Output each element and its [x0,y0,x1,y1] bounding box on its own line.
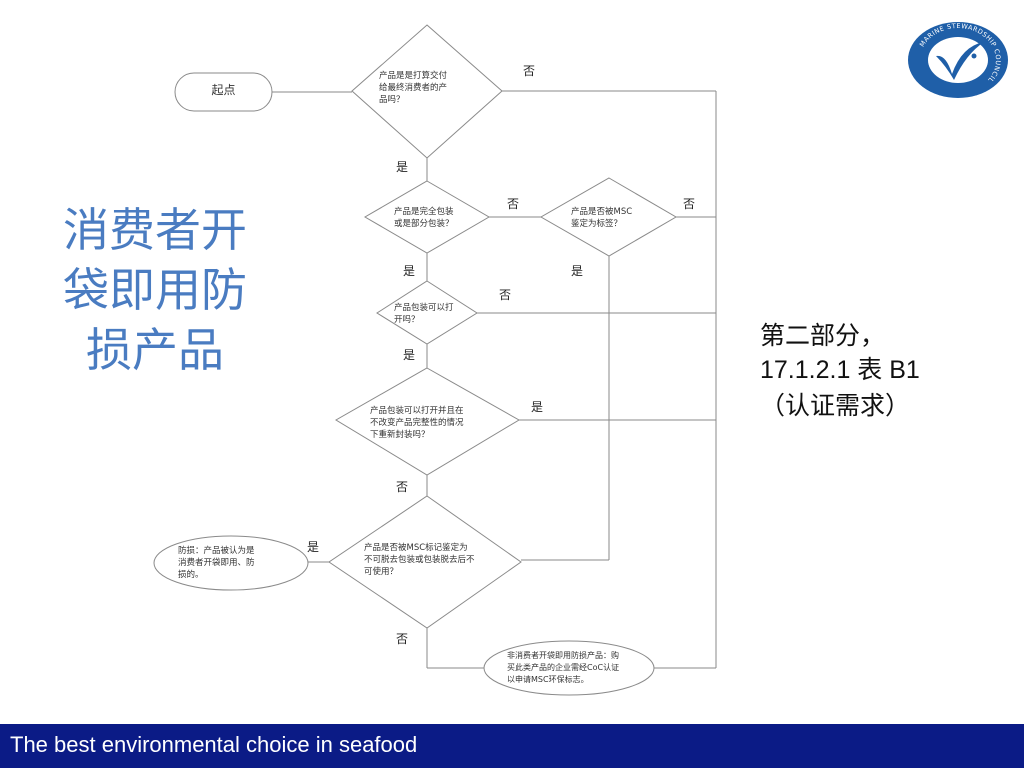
edge-label-q2-yes: 是 [403,264,416,278]
reference-note: 第二部分， 17.1.2.1 表 B1 （认证需求） [760,318,980,423]
q6-text: 产品是否被MSC标记鉴定为 不可脱去包装或包装脱去后不 可使用？ [364,542,504,578]
reference-line: （认证需求） [760,391,911,420]
decision-q5 [335,367,520,476]
q3-text: 产品是否被MSC 鉴定为标签？ [571,206,651,230]
slide-title-line: 消费者开 [63,203,247,257]
result-not-damaged-line: 买此类产品的企业需经CoC认证 [507,663,620,672]
q2-text: 产品是完全包装 或是部分包装？ [394,206,474,230]
decision-q4 [376,280,478,345]
q2-line: 或是部分包装？ [394,219,454,229]
result-not-damaged-text: 非消费者开袋即用防损产品：购 买此类产品的企业需经CoC认证 以申请MSC环保标… [507,650,647,686]
edge-label-q5-yes: 是 [531,400,544,414]
edge-label-q3-yes: 是 [571,264,584,278]
q4-line: 产品包装可以打 [394,303,454,313]
result-not-damaged-node [483,640,655,696]
reference-line: 17.1.2.1 表 B1 [760,356,920,384]
edge-label-q4-no: 否 [499,288,512,302]
flowchart [153,24,717,696]
slide-title-line: 袋即用防 [63,263,247,317]
q5-text: 产品包装可以打开并且在 不改变产品完整性的情况 下重新封装吗？ [370,405,490,441]
decision-q3 [539,177,677,257]
start-node [174,72,273,112]
edge-label-q1-no: 否 [523,64,536,78]
footer-tagline: The best environmental choice in seafood [10,732,418,757]
q6-line: 产品是否被MSC标记鉴定为 [364,543,468,553]
edge-label-q1-yes: 是 [396,160,409,174]
result-damaged-line: 防损：产品被认为是 [178,546,255,556]
q1-line: 给最终消费者的产 [379,83,448,93]
start-label: 起点 [211,83,236,97]
q3-line: 鉴定为标签？ [571,219,623,229]
q4-text: 产品包装可以打 开吗？ [394,302,474,326]
result-damaged-node [153,535,309,591]
q1-line: 品吗？ [379,95,405,105]
result-damaged-line: 消费者开袋即用、防 [178,558,255,568]
q6-line: 不可脱去包装或包装脱去后不 [364,555,475,565]
reference-line: 第二部分， [760,321,886,350]
decision-q2 [364,180,490,254]
q5-line: 不改变产品完整性的情况 [370,418,464,428]
edge-label-q2-no: 否 [507,197,520,211]
decision-q6 [328,495,522,629]
edge-label-q6-yes: 是 [307,540,320,554]
q5-line: 下重新封装吗？ [370,430,430,440]
edge-label-q5-no: 否 [396,480,409,494]
decision-q1 [351,24,503,159]
slide-title-line: 损产品 [86,323,224,377]
q3-line: 产品是否被MSC [571,207,633,217]
result-damaged-line: 损的。 [178,570,204,580]
result-not-damaged-line: 以申请MSC环保标志。 [507,675,589,684]
result-damaged-text: 防损：产品被认为是 消费者开袋即用、防 损的。 [178,545,288,581]
edge-label-q4-yes: 是 [403,348,416,362]
edge-label-q3-no: 否 [683,197,696,211]
q1-line: 产品是是打算交付 [379,71,448,81]
result-not-damaged-line: 非消费者开袋即用防损产品：购 [507,651,619,660]
edge-label-q6-no: 否 [396,632,409,646]
slide-title: 消费者开 袋即用防 损产品 [30,200,280,380]
q1-text: 产品是是打算交付 给最终消费者的产 品吗？ [379,70,479,106]
msc-logo-icon: MARINE STEWARDSHIP COUNCIL [908,22,1008,98]
q4-line: 开吗？ [394,315,420,325]
q2-line: 产品是完全包装 [394,207,454,217]
footer-bar: The best environmental choice in seafood [0,724,1024,768]
q6-line: 可使用？ [364,567,399,577]
q5-line: 产品包装可以打开并且在 [370,406,464,416]
